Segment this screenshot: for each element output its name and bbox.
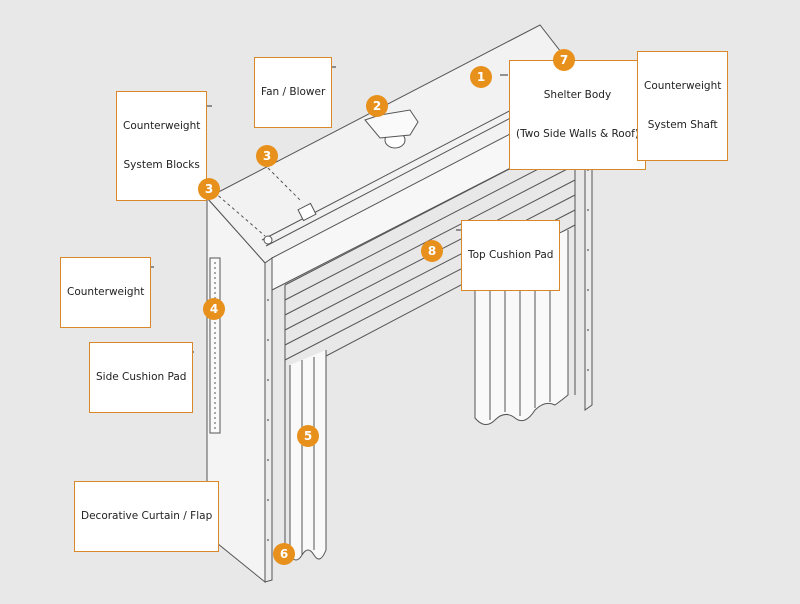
label-shelter-body-line1: Shelter Body [543,89,612,101]
badge-1: 1 [470,66,492,88]
label-counterweight-system-shaft-line1: Counterweight [644,80,722,92]
badge-7: 7 [553,49,575,71]
badge-6: 6 [273,543,295,565]
label-counterweight-system-shaft-line2: System Shaft [647,119,718,131]
label-counterweight-text: Counterweight [67,286,145,298]
badge-5: 5 [297,425,319,447]
badge-2: 2 [366,95,388,117]
counterweight-bar [209,257,221,434]
label-top-cushion-pad: Top Cushion Pad [461,220,561,291]
left-curtain [289,350,327,561]
badge-3-top: 3 [256,145,278,167]
label-counterweight: Counterweight [60,257,152,328]
label-fan-blower: Fan / Blower [254,57,333,128]
label-shelter-body: Shelter Body (Two Side Walls & Roof) [509,60,646,170]
badge-4: 4 [203,298,225,320]
label-fan-blower-text: Fan / Blower [261,86,326,98]
leader-lines-3 [213,167,301,237]
label-side-cushion-pad-text: Side Cushion Pad [96,371,187,383]
counterweight-shaft [261,94,546,247]
label-counterweight-system-blocks: Counterweight System Blocks [116,91,208,201]
fan-blower-drawing [364,109,419,149]
label-top-cushion-pad-text: Top Cushion Pad [468,249,554,261]
label-decorative-curtain-flap: Decorative Curtain / Flap [74,481,220,552]
label-counterweight-system-blocks-line1: Counterweight [123,120,201,132]
badge-3-left: 3 [198,178,220,200]
label-counterweight-system-shaft: Counterweight System Shaft [637,51,729,161]
badge-8: 8 [421,240,443,262]
label-shelter-body-line2: (Two Side Walls & Roof) [516,128,639,140]
label-decorative-curtain-flap-text: Decorative Curtain / Flap [81,510,213,522]
label-counterweight-system-blocks-line2: System Blocks [123,159,200,171]
label-side-cushion-pad: Side Cushion Pad [89,342,194,413]
